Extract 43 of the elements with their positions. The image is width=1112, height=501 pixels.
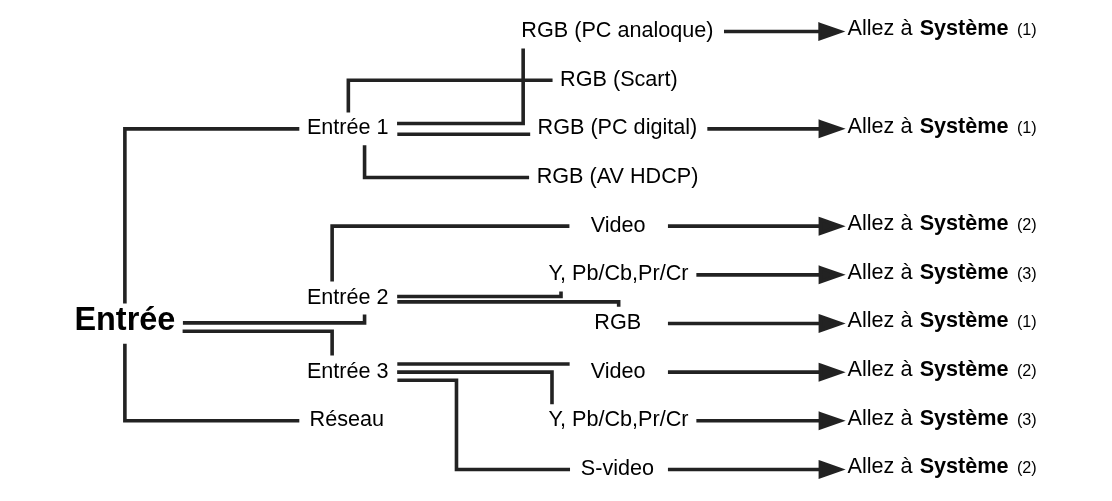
node-text: Y, Pb/Cb,Pr/Cr (547, 406, 689, 432)
node-text: Allez à Système (2) (847, 453, 1037, 479)
connector (182, 329, 334, 356)
connector (396, 362, 570, 366)
node-text: RGB (PC analoque) (520, 17, 714, 43)
connector (122, 343, 299, 423)
node-text: S-video (580, 455, 654, 481)
node-text: Video (590, 211, 646, 237)
connector (396, 291, 563, 299)
arrow (667, 362, 846, 382)
node-text: Entrée 2 (306, 283, 389, 309)
node-text: Allez à Système (2) (847, 355, 1037, 381)
connector (396, 132, 530, 137)
connector (396, 48, 525, 126)
arrow (695, 411, 846, 431)
connector (396, 370, 554, 405)
node-text: RGB (593, 309, 641, 335)
arrow (667, 314, 846, 333)
arrow (667, 460, 846, 479)
arrow (706, 119, 846, 139)
node-text: Video (590, 357, 646, 383)
node-text: Entrée 3 (306, 357, 389, 383)
connector (396, 378, 570, 472)
node-text: Allez à Système (2) (847, 209, 1037, 235)
connector (122, 127, 299, 304)
connector (329, 224, 569, 282)
node-text: Allez à Système (1) (847, 15, 1037, 41)
node-text: RGB (PC digital) (537, 114, 697, 140)
arrow (723, 22, 845, 41)
node-text: RGB (AV HDCP) (536, 163, 698, 189)
node-text: Entrée 1 (306, 114, 389, 140)
arrow (695, 265, 846, 285)
node-text: Y, Pb/Cb,Pr/Cr (547, 260, 689, 286)
node-text: RGB (Scart) (559, 65, 678, 91)
arrow (667, 216, 846, 236)
node-text: Allez à Système (3) (847, 404, 1037, 430)
node-text: Réseau (309, 406, 384, 432)
connector (362, 145, 529, 180)
connector (346, 78, 553, 113)
node-text: Allez à Système (1) (847, 112, 1037, 138)
node-text: Entrée (73, 300, 175, 337)
node-text: Allez à Système (3) (847, 258, 1037, 284)
node-text: Allez à Système (1) (847, 307, 1037, 333)
